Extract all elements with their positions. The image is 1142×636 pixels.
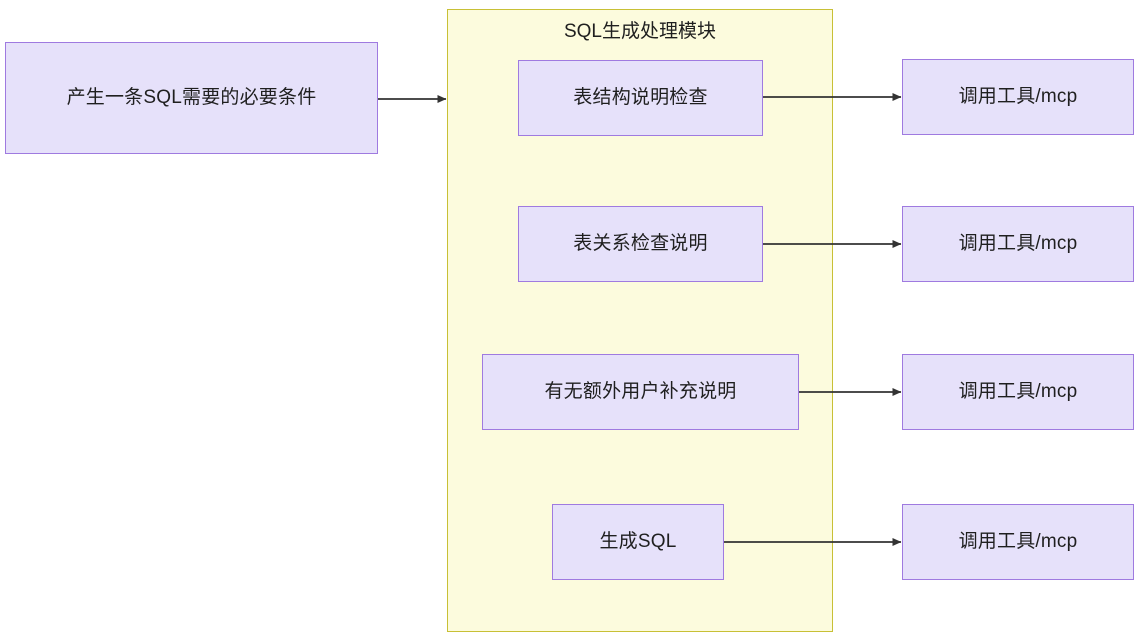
group-title-label: SQL生成处理模块 [563, 21, 717, 42]
node-step-3-label: 有无额外用户补充说明 [544, 381, 737, 403]
node-tool-call-1[interactable]: 调用工具/mcp [902, 59, 1134, 135]
node-tool-call-2-label: 调用工具/mcp [958, 233, 1078, 255]
node-step-generate-sql[interactable]: 生成SQL [552, 504, 724, 580]
node-tool-call-2[interactable]: 调用工具/mcp [902, 206, 1134, 282]
node-tool-call-1-label: 调用工具/mcp [958, 86, 1078, 108]
node-step-4-label: 生成SQL [599, 531, 677, 553]
node-input-condition-label: 产生一条SQL需要的必要条件 [66, 87, 317, 109]
node-step-1-label: 表结构说明检查 [573, 87, 708, 109]
node-step-table-structure-check[interactable]: 表结构说明检查 [518, 60, 763, 136]
node-step-extra-user-notes[interactable]: 有无额外用户补充说明 [482, 354, 799, 430]
node-input-condition[interactable]: 产生一条SQL需要的必要条件 [5, 42, 378, 154]
node-step-table-relation-check[interactable]: 表关系检查说明 [518, 206, 763, 282]
node-tool-call-3-label: 调用工具/mcp [958, 381, 1078, 403]
node-tool-call-4[interactable]: 调用工具/mcp [902, 504, 1134, 580]
node-tool-call-4-label: 调用工具/mcp [958, 531, 1078, 553]
node-tool-call-3[interactable]: 调用工具/mcp [902, 354, 1134, 430]
node-step-2-label: 表关系检查说明 [573, 233, 708, 255]
